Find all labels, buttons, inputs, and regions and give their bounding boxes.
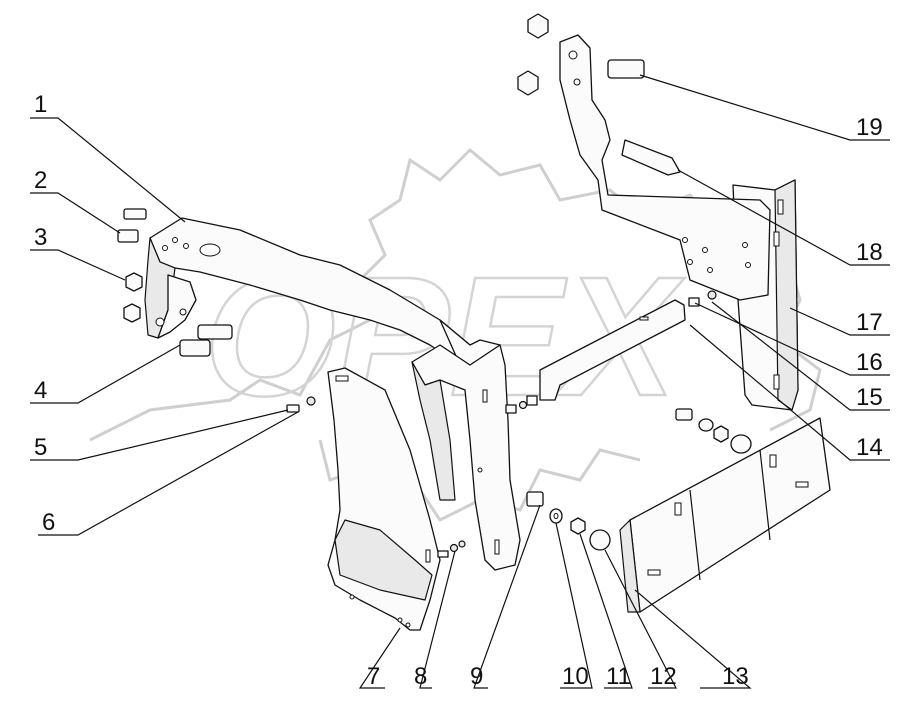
callout-11: 11 [606, 663, 631, 690]
callout-15: 15 [856, 384, 883, 411]
callout-3: 3 [34, 224, 47, 251]
support-bracket [539, 299, 686, 401]
fasteners [117, 13, 752, 558]
callout-5: 5 [34, 434, 47, 461]
callout-2: 2 [34, 167, 47, 194]
frame-vertical-post [411, 344, 521, 571]
callout-13: 13 [722, 663, 749, 690]
upper-bracket-arm [559, 34, 771, 301]
callout-9: 9 [470, 663, 483, 690]
callout-14: 14 [856, 434, 883, 461]
callout-10: 10 [562, 663, 589, 690]
callout-1: 1 [34, 91, 47, 118]
callout-12: 12 [650, 663, 677, 690]
callout-17: 17 [856, 309, 883, 336]
leader-lines [30, 74, 890, 689]
callout-19: 19 [856, 114, 883, 141]
right-mounting-plate [619, 417, 831, 613]
callout-6: 6 [42, 509, 55, 536]
callout-18: 18 [856, 239, 883, 266]
callout-labels: 1 2 3 4 5 6 7 8 9 10 11 12 13 14 15 16 1… [34, 91, 883, 690]
callout-8: 8 [414, 663, 427, 690]
callout-7: 7 [367, 663, 380, 690]
callout-4: 4 [34, 377, 47, 404]
side-shield-plate [327, 367, 441, 631]
callout-16: 16 [856, 349, 883, 376]
